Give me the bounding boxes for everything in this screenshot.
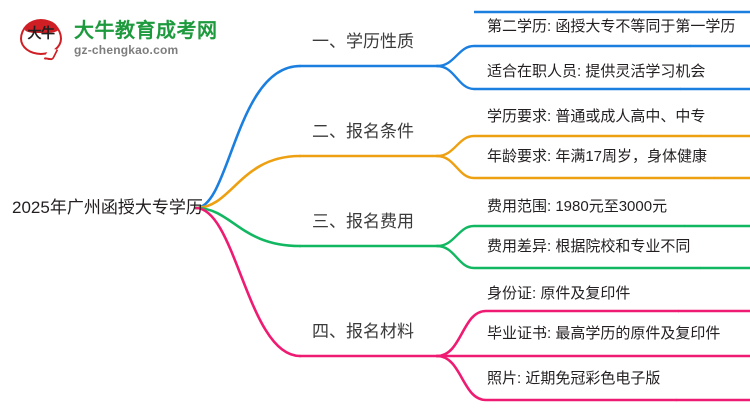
wire-branch-4-leaf-1 bbox=[435, 309, 680, 358]
wire-branch-4-leaf-3 bbox=[435, 354, 678, 402]
wire-branch-2-leaf-1 bbox=[435, 134, 702, 158]
logo-swoosh-shape bbox=[25, 20, 58, 33]
mindmap-leaf-4-1[interactable]: 身份证: 原件及复印件 bbox=[487, 285, 631, 302]
wire-branch-3-leaf-1 bbox=[435, 224, 686, 248]
logo-subtitle-url: gz-chengkao.com bbox=[74, 43, 179, 57]
logo-wordmark: 大牛教育成考网 gz-chengkao.com bbox=[74, 20, 218, 58]
logo-speech-bubble-icon: 大牛 bbox=[18, 17, 66, 61]
mindmap-leaf-3-1[interactable]: 费用范围: 1980元至3000元 bbox=[487, 198, 668, 215]
mindmap-leaf-2-2[interactable]: 年龄要求: 年满17周岁，身体健康 bbox=[487, 148, 708, 165]
mindmap-leaf-2-1[interactable]: 学历要求: 普通或成人高中、中专 bbox=[487, 108, 706, 125]
mindmap-branch-label-2[interactable]: 二、报名条件 bbox=[312, 122, 414, 141]
mindmap-leaf-4-2[interactable]: 毕业证书: 最高学历的原件及复印件 bbox=[487, 325, 721, 342]
wire-branch-1-leaf-1 bbox=[435, 44, 692, 68]
mindmap-leaf-4-3[interactable]: 照片: 近期免冠彩色电子版 bbox=[487, 370, 661, 387]
wire-root-branch-4 bbox=[194, 206, 302, 358]
mindmap-leaf-1-2[interactable]: 适合在职人员: 提供灵活学习机会 bbox=[487, 63, 706, 80]
mindmap-leaf-1-1[interactable]: 第二学历: 函授大专不等同于第一学历 bbox=[487, 18, 736, 35]
logo-title: 大牛教育成考网 bbox=[74, 20, 218, 42]
site-logo[interactable]: 大牛 大牛教育成考网 gz-chengkao.com bbox=[18, 14, 248, 64]
wire-branch-2-leaf-2 bbox=[435, 154, 716, 180]
wire-branch-1-leaf-2 bbox=[435, 64, 682, 91]
wire-root-branch-1 bbox=[194, 64, 302, 210]
wire-root-branch-2 bbox=[194, 154, 302, 210]
mindmap-root-node[interactable]: 2025年广州函授大专学历 bbox=[12, 198, 203, 217]
mindmap-branch-label-1[interactable]: 一、学历性质 bbox=[312, 32, 414, 51]
mindmap-branch-label-3[interactable]: 三、报名费用 bbox=[312, 212, 414, 231]
mindmap-leaf-3-2[interactable]: 费用差异: 根据院校和专业不同 bbox=[487, 238, 691, 255]
logo-mark-label: 大牛 bbox=[27, 25, 56, 41]
wire-root-branch-3 bbox=[194, 206, 302, 248]
wire-branch-3-leaf-2 bbox=[435, 244, 702, 270]
mindmap-branch-label-4[interactable]: 四、报名材料 bbox=[312, 322, 414, 341]
